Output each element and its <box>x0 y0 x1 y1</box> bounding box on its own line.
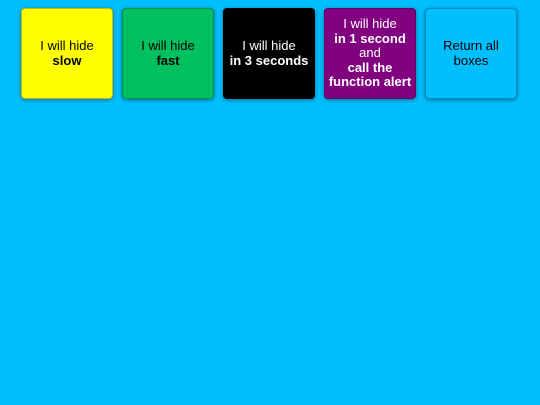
hide-1-second-alert-box[interactable]: I will hide in 1 second and call the fun… <box>324 8 416 99</box>
hide-3-seconds-line1: I will hide <box>242 38 296 53</box>
hide-slow-box[interactable]: I will hide slow <box>21 8 113 99</box>
hide-3-seconds-text: I will hide in 3 seconds <box>229 38 309 68</box>
return-all-line1: Return all <box>443 38 499 53</box>
hide-fast-box[interactable]: I will hide fast <box>122 8 214 99</box>
hide-1-second-line2: in 1 second <box>334 30 406 46</box>
hide-3-seconds-line2: in 3 seconds <box>229 52 309 68</box>
return-all-boxes-button[interactable]: Return all boxes <box>425 8 517 99</box>
hide-fast-line1: I will hide <box>141 38 195 53</box>
return-all-text: Return all boxes <box>443 38 499 68</box>
hide-1-second-line3: and <box>359 45 381 61</box>
hide-slow-line1: I will hide <box>40 38 94 53</box>
hide-slow-text: I will hide slow <box>40 38 94 68</box>
return-all-line2: boxes <box>453 52 489 68</box>
hide-slow-line2: slow <box>52 52 82 68</box>
hide-1-second-line5: function alert <box>328 74 412 90</box>
hide-1-second-alert-text: I will hide in 1 second and call the fun… <box>329 17 411 90</box>
hide-1-second-line1: I will hide <box>343 16 397 32</box>
hide-1-second-line4: call the <box>347 59 393 75</box>
hide-3-seconds-box[interactable]: I will hide in 3 seconds <box>223 8 315 99</box>
hide-fast-text: I will hide fast <box>141 38 195 68</box>
hide-fast-line2: fast <box>156 52 180 68</box>
box-row: I will hide slow I will hide fast I will… <box>21 8 517 99</box>
